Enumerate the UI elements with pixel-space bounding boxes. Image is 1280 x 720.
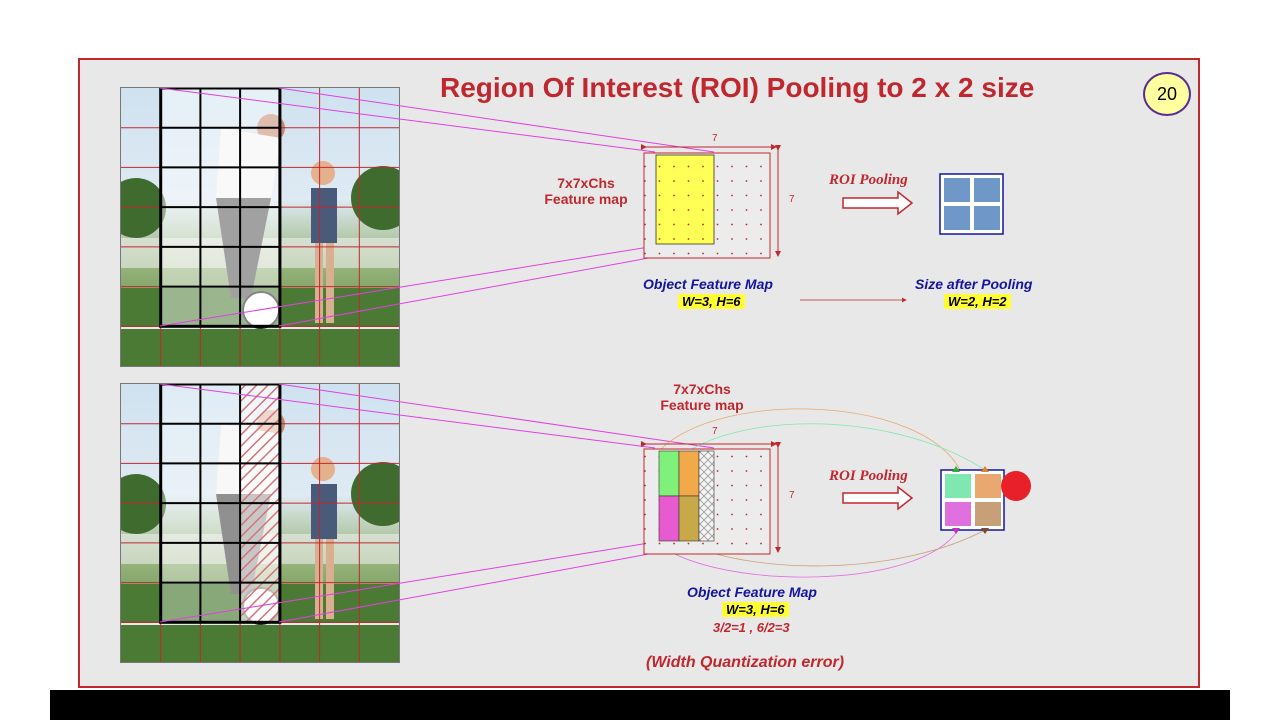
slide-title: Region Of Interest (ROI) Pooling to 2 x … (440, 72, 1035, 103)
top-connector-lines (159, 87, 715, 327)
bottom-dim-height: 7 (789, 490, 795, 501)
bottom-pooled-output (940, 466, 1005, 534)
bottom-roi-arrow (842, 485, 914, 511)
bottom-connector-lines (159, 383, 715, 623)
bottom-feature-map-label-line2: Feature map (660, 397, 744, 413)
top-pooled-output (939, 173, 1004, 235)
top-feature-map-label: 7x7xChs Feature map (530, 175, 642, 207)
bottom-object-map-title: Object Feature Map (687, 584, 817, 600)
top-roi-arrow (842, 190, 914, 216)
division-note: 3/2=1 , 6/2=3 (713, 620, 790, 635)
top-object-map-dims: W=3, H=6 (678, 294, 745, 309)
bottom-photo-drawing (121, 384, 399, 662)
size-after-dims: W=2, H=2 (944, 294, 1011, 309)
bottom-feature-map-label: 7x7xChs Feature map (646, 381, 758, 413)
top-feature-map-label-line1: 7x7xChs (557, 175, 615, 191)
top-object-map-title: Object Feature Map (643, 276, 773, 292)
bottom-dim-width: 7 (712, 426, 718, 437)
size-after-title: Size after Pooling (915, 276, 1033, 292)
bottom-feature-map (641, 441, 781, 555)
top-dim-height: 7 (789, 194, 795, 205)
top-feature-map (641, 144, 781, 259)
top-feature-map-label-line2: Feature map (544, 191, 628, 207)
bottom-feature-map-label-line1: 7x7xChs (673, 381, 731, 397)
bottom-curved-lines (659, 408, 986, 578)
top-photo-drawing (121, 88, 399, 366)
page-number-badge: 20 (1143, 72, 1191, 116)
top-photo (120, 87, 400, 367)
top-roi-pooling-label: ROI Pooling (829, 172, 908, 188)
pointer-dot (1001, 471, 1031, 501)
bottom-object-map-dims: W=3, H=6 (722, 602, 789, 617)
top-dim-width: 7 (712, 133, 718, 144)
bottom-photo (120, 383, 400, 663)
video-bottom-bar (50, 690, 1230, 720)
bottom-roi-pooling-label: ROI Pooling (829, 468, 908, 484)
width-quantization-error-note: (Width Quantization error) (646, 654, 845, 671)
